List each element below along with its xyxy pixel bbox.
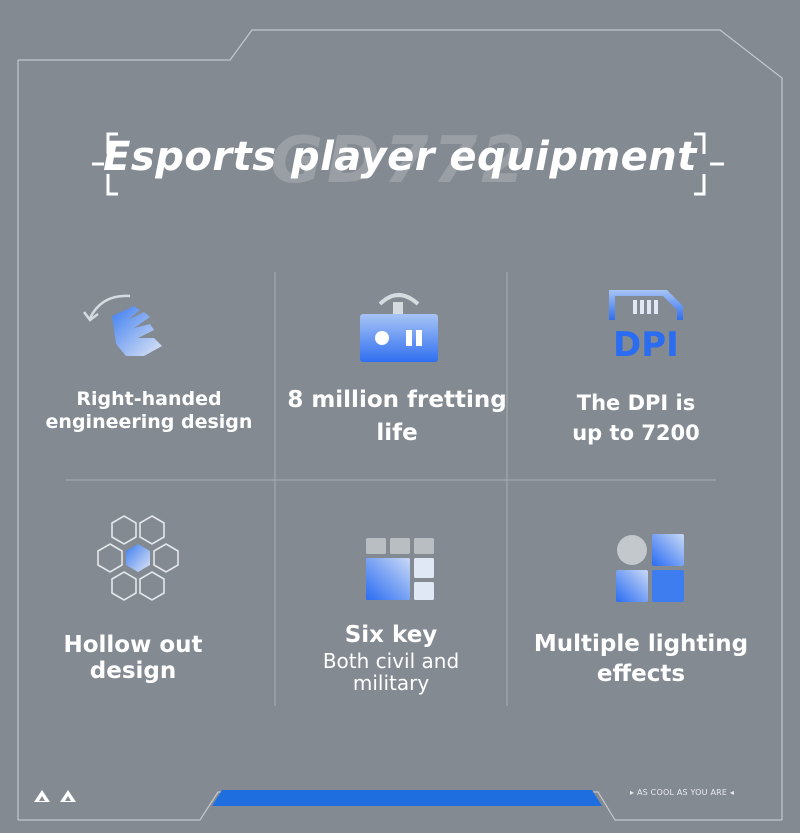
feature-six-key: Six key Both civil and military [276,622,506,694]
dpi-chip-icon: DPI [609,290,683,360]
feature-label: Multiple lighting effects [533,631,749,687]
feature-label: Hollow out design [63,632,203,685]
title-watermark: GD772 [270,124,530,198]
feature-lighting: Multiple lighting effects [526,630,756,690]
play-arrow-icon: ▸ [630,788,637,797]
lighting-tiles-icon [616,534,684,602]
feature-fretting-life: 8 million fretting life [282,384,512,451]
feature-label: Right-handed engineering design [45,388,253,433]
left-bracket-icon [92,132,118,196]
tagline: ▸ AS COOL AS YOU ARE ◂ [630,788,734,797]
hand-swipe-icon [83,294,162,356]
page-title: Esports player equipment [103,134,697,180]
feature-sublabel: Both civil and military [322,648,460,695]
keys-grid-icon [366,538,434,600]
feature-dpi: The DPI is up to 7200 [521,388,751,449]
right-bracket-icon [694,132,724,196]
feature-label: 8 million fretting life [287,387,507,447]
feature-hollow-out: Hollow out design [18,632,248,685]
back-arrow-icon: ◂ [727,788,735,797]
switch-icon [360,293,438,362]
feature-label: The DPI is up to 7200 [572,391,700,446]
triangles-icon [34,790,76,802]
tagline-text: AS COOL AS YOU ARE [636,788,728,797]
bottom-accent-bar [212,790,602,806]
title-section: GD772 Esports player equipment [0,120,800,210]
dpi-icon-text: DPI [613,325,679,360]
feature-right-handed: Right-handed engineering design [34,388,264,434]
feature-label: Six key [344,622,438,648]
honeycomb-icon [97,515,179,601]
